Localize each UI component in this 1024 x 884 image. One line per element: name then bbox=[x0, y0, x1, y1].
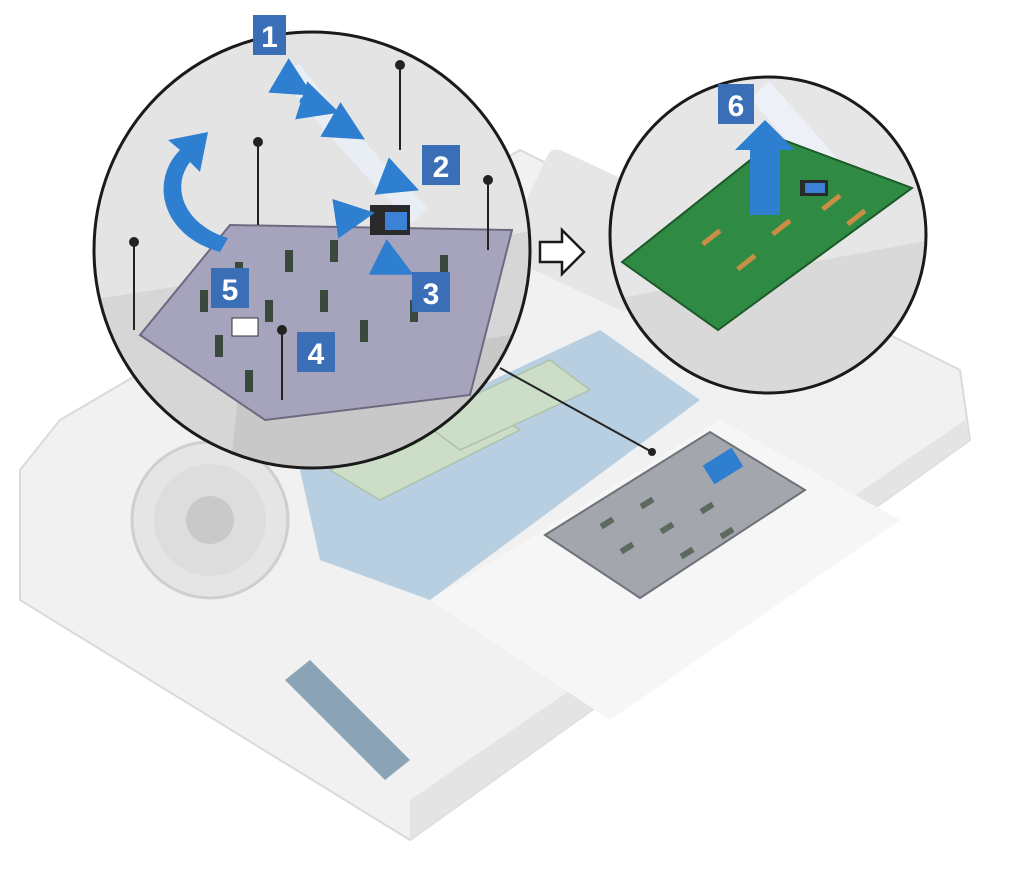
step-number: 5 bbox=[222, 274, 239, 307]
touchpad-board bbox=[620, 136, 915, 332]
lift-bracket-arrow-icon bbox=[163, 132, 228, 252]
step-callout-2: 2 bbox=[422, 145, 460, 185]
step-callout-3: 3 bbox=[412, 272, 450, 312]
next-step-arrow-icon bbox=[538, 226, 586, 278]
ssd-module bbox=[285, 660, 410, 780]
callout-leader-line bbox=[499, 367, 653, 453]
touchpad-bracket-installed bbox=[543, 430, 807, 600]
step-number: 6 bbox=[728, 90, 745, 123]
touchpad-traces bbox=[701, 193, 867, 272]
cooling-fan bbox=[130, 440, 290, 600]
bracket-qr-label bbox=[231, 317, 259, 337]
slide-arrow-icon bbox=[320, 102, 365, 140]
callout-leader-dot bbox=[648, 448, 656, 456]
disconnect-cable-arrow-icon bbox=[368, 238, 414, 275]
disconnect-cable-arrow-icon bbox=[332, 198, 375, 239]
step-number: 1 bbox=[261, 21, 278, 54]
step-number: 3 bbox=[423, 278, 440, 311]
step-callout-5: 5 bbox=[211, 268, 249, 308]
motion-arrows bbox=[268, 58, 420, 275]
callout-touchpad-removal bbox=[608, 75, 928, 395]
motherboard bbox=[300, 330, 700, 600]
step-number: 2 bbox=[433, 151, 450, 184]
step-callout-6: 6 bbox=[718, 84, 754, 124]
lift-touchpad-arrow-icon bbox=[735, 120, 795, 215]
open-latch-arrow-icon bbox=[374, 157, 420, 195]
step-callout-1: 1 bbox=[253, 15, 286, 55]
step-number: 4 bbox=[308, 338, 325, 371]
step-callout-4: 4 bbox=[297, 332, 335, 372]
screws bbox=[129, 60, 493, 400]
